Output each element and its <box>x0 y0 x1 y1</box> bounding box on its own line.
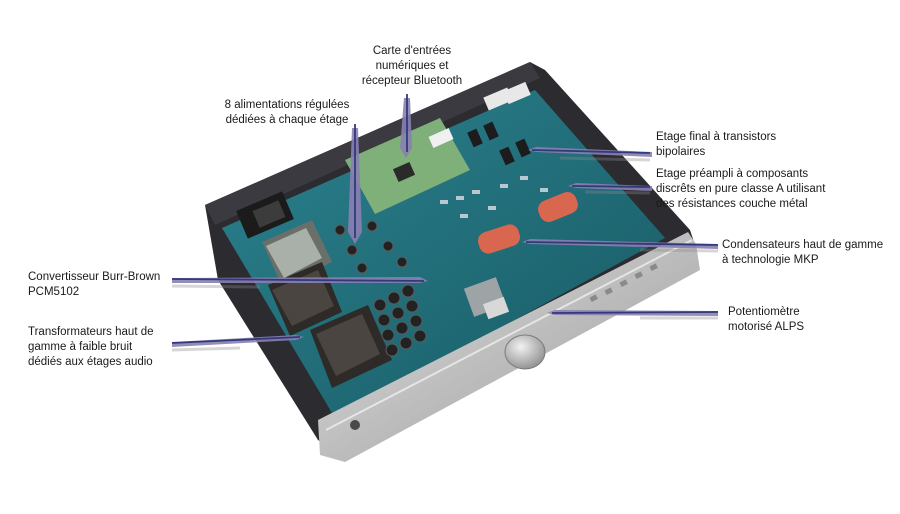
arrow-digital-inputs <box>400 98 412 158</box>
transformer-lower-2 <box>310 305 392 388</box>
line-dac <box>171 278 425 282</box>
label-potentiometer: Potentiomètre motorisé ALPS <box>728 306 805 333</box>
line-transformers <box>171 336 301 344</box>
label-dac: Convertisseur Burr-Brown PCM5102 <box>28 271 161 298</box>
preamp-components <box>440 176 548 218</box>
line-capacitors <box>525 241 719 246</box>
back-panel <box>205 62 540 225</box>
connector-lines <box>171 94 719 344</box>
label-power-supplies: 8 alimentations régulées dédiées à chaqu… <box>224 99 350 126</box>
line-final-stage <box>531 149 651 154</box>
label-transformers: Transformateurs haut de gamme à faible b… <box>28 326 154 368</box>
capacitor-bank <box>334 220 427 357</box>
label-capacitors: Condensateurs haut de gamme à technologi… <box>722 239 884 266</box>
label-final-stage: Etage final à transistors bipolaires <box>656 131 777 158</box>
line-preamp-stage <box>571 185 651 188</box>
digital-input-board <box>345 118 470 214</box>
line-potentiometer <box>551 311 719 314</box>
label-digital-inputs: Carte d'entrées numériques et récepteur … <box>361 45 463 87</box>
label-preamp-stage: Etage préampli à composants discrêts en … <box>656 168 826 210</box>
motorized-potentiometer <box>463 277 510 320</box>
volume-knob <box>504 334 546 370</box>
mkp-capacitors <box>477 192 578 254</box>
